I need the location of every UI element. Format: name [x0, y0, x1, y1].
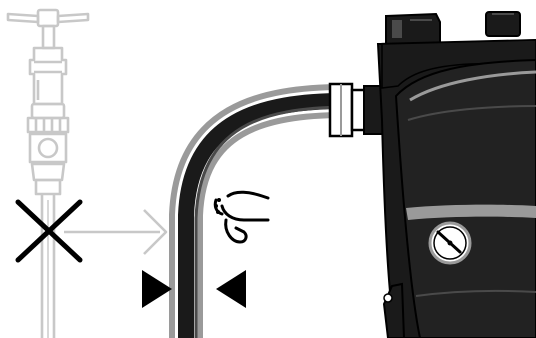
pump-unit: [378, 12, 536, 338]
faded-tap-assembly: [8, 10, 88, 338]
hose-coupling: [330, 84, 386, 136]
pinching-hand-icon: [215, 192, 268, 242]
arrow-right-icon: [64, 210, 166, 254]
pressure-gauge-icon: [430, 223, 470, 263]
